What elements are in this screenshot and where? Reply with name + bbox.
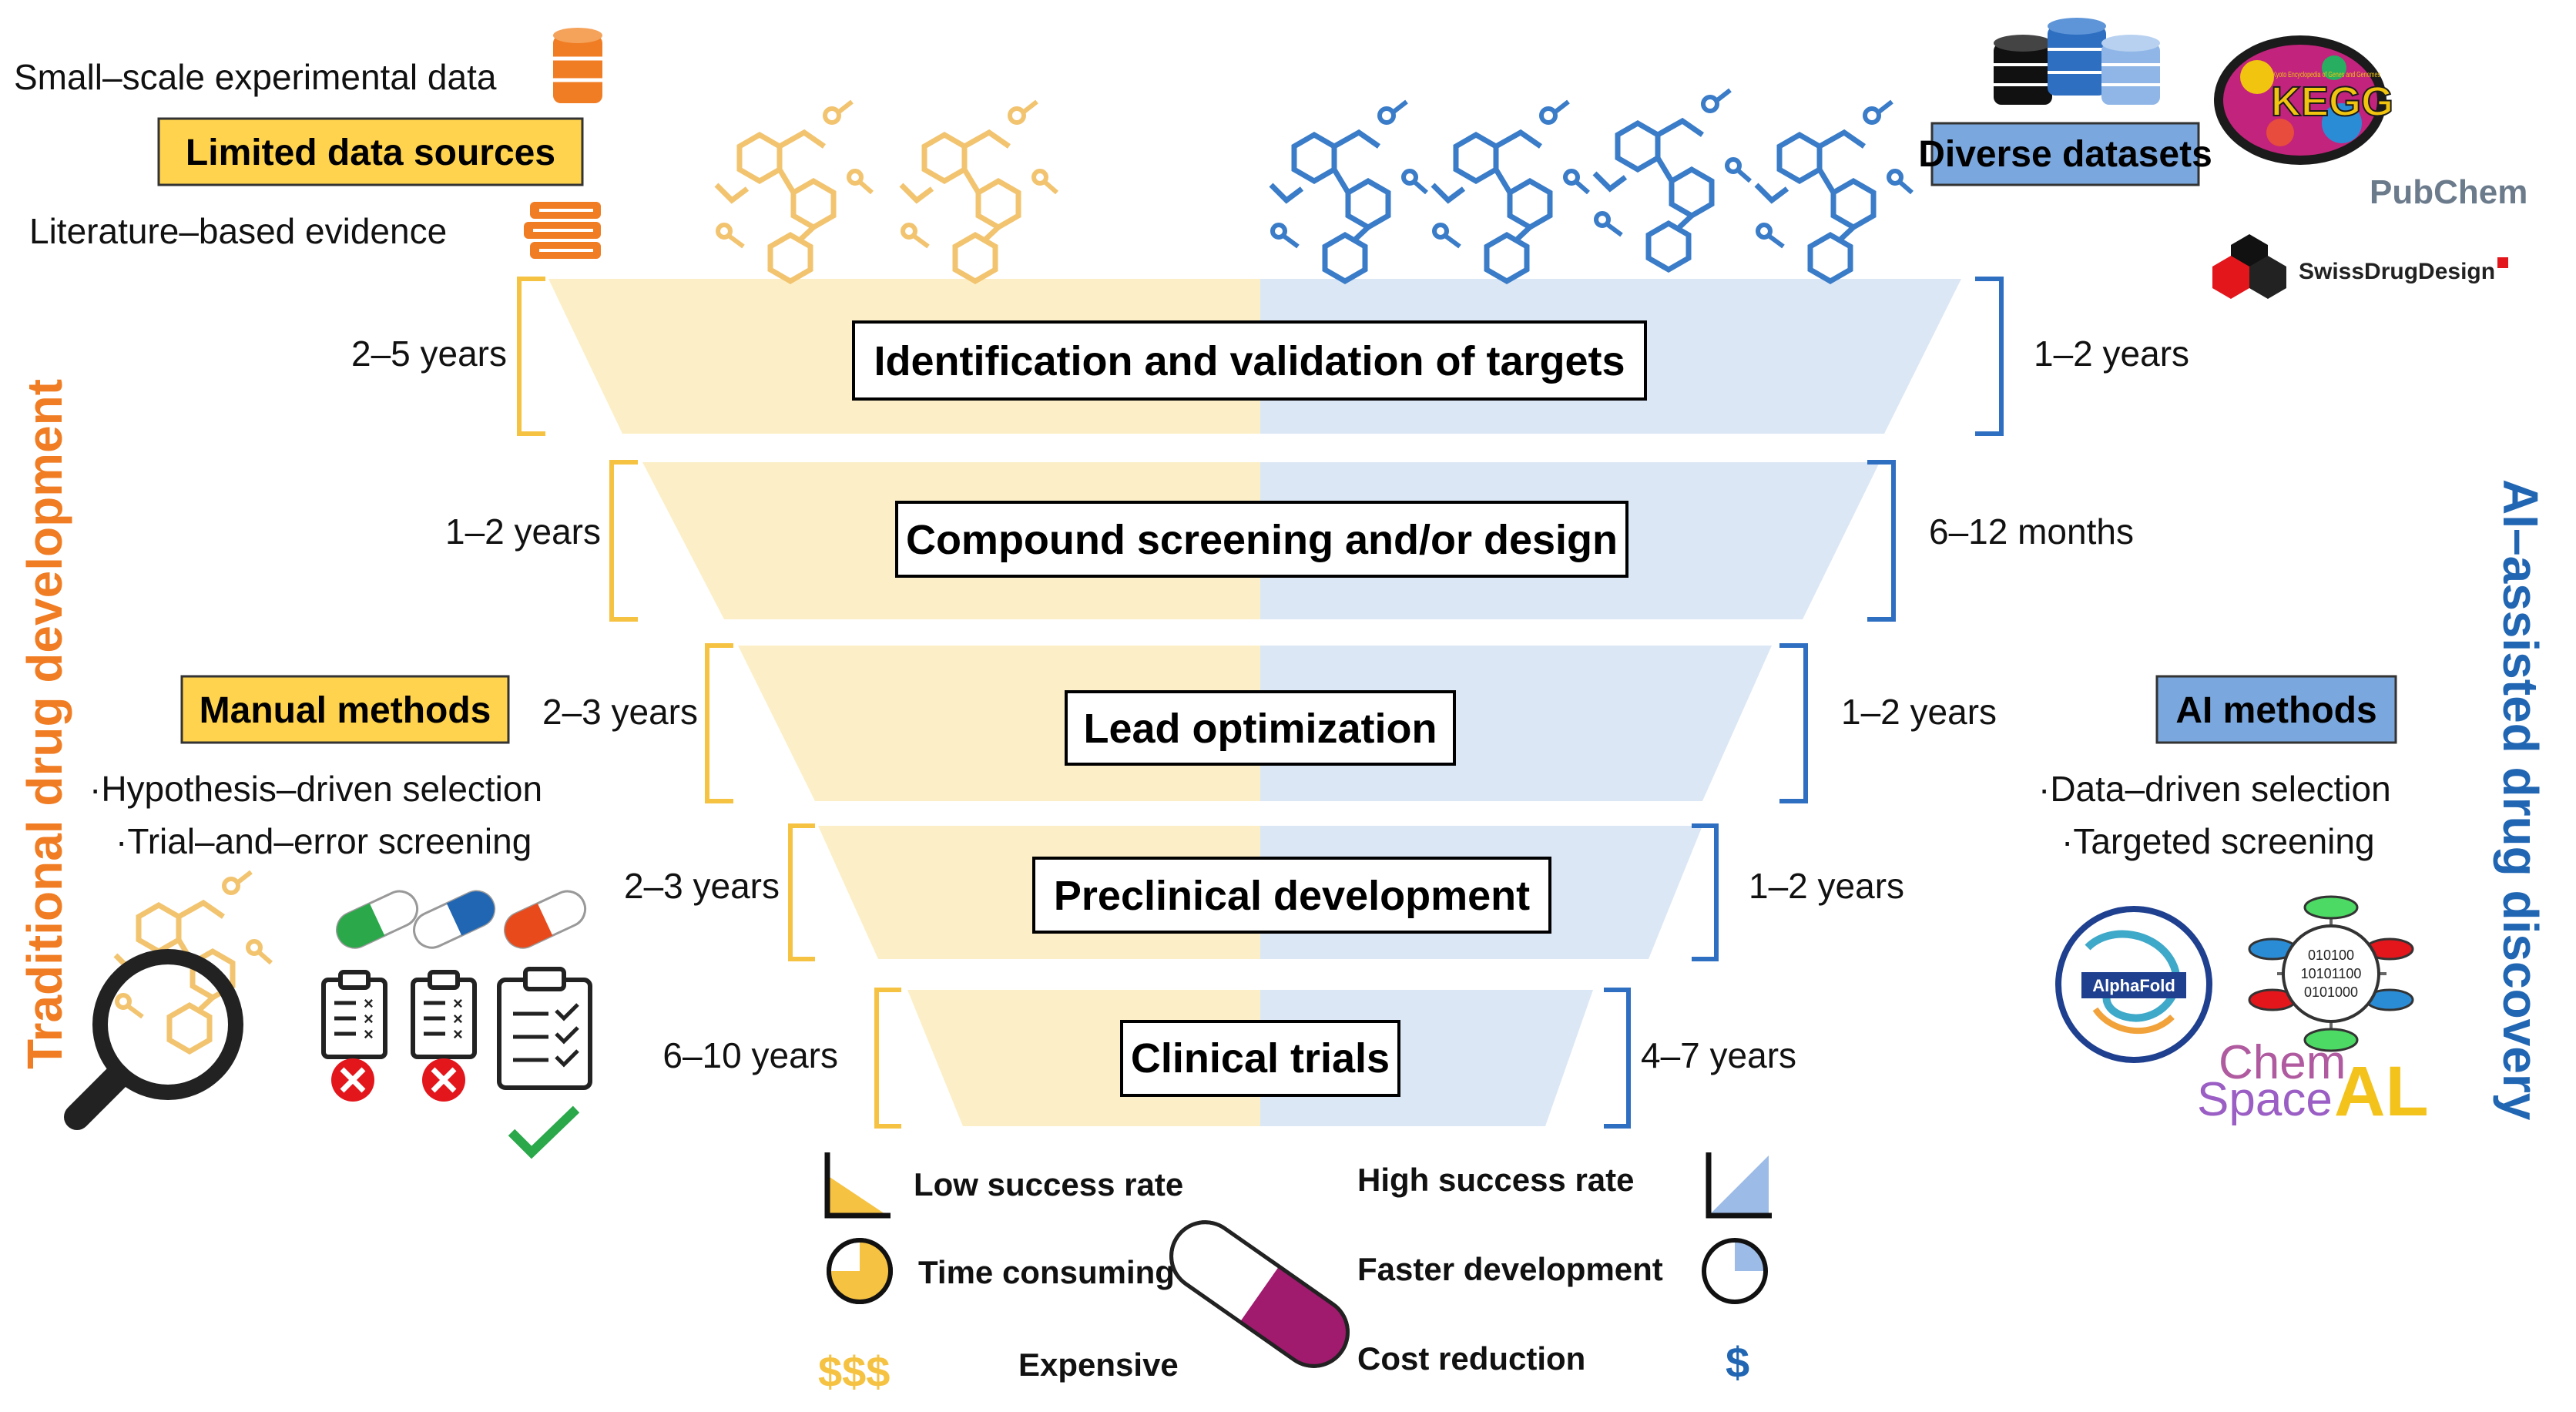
- high-success-label: High success rate: [1357, 1162, 1635, 1198]
- chemspaceal-logo: Chem Space AL: [2197, 1036, 2429, 1131]
- cost-reduction-label: Cost reduction: [1357, 1340, 1585, 1377]
- high-success-icon: [1706, 1152, 1772, 1219]
- chemspaceal-logo-chem: Chem: [2219, 1036, 2346, 1089]
- molecule-icon: [1595, 90, 1750, 270]
- traditional-brackets: [517, 277, 901, 1129]
- ai-methods-label: AI methods: [2175, 690, 2376, 731]
- stage-2-ai-duration: 6–12 months: [1929, 511, 2134, 552]
- molecule-icon: [716, 102, 872, 281]
- low-success-icon: [824, 1152, 891, 1219]
- molecules-traditional: [716, 102, 1057, 281]
- alphafold-logo: AlphaFold: [2055, 906, 2212, 1063]
- pubchem-logo: PubChem: [2370, 173, 2527, 211]
- limited-data-sources-label: Limited data sources: [186, 132, 555, 173]
- binary-line-2: 10101100: [2301, 966, 2362, 981]
- swissdrugdesign-logo: SwissDrugDesign: [2212, 234, 2508, 299]
- chemspaceal-logo-space: Space: [2197, 1073, 2333, 1126]
- molecules-ai: [1271, 90, 1912, 281]
- green-pill-icon: [336, 890, 419, 949]
- stage-3-ai-duration: 1–2 years: [1841, 692, 1997, 732]
- manual-methods-label: Manual methods: [200, 690, 491, 731]
- binary-line-3: 0101000: [2304, 984, 2358, 1000]
- kegg-logo-text: KEGG: [2271, 79, 2393, 125]
- stage-1-ai-duration: 1–2 years: [2034, 334, 2189, 374]
- molecule-icon: [1433, 102, 1588, 281]
- kegg-logo-subtext: Kyoto Encyclopedia of Genes and Genomes: [2272, 71, 2380, 79]
- small-scale-data-label: Small–scale experimental data: [14, 57, 497, 97]
- reject-x-icon: [331, 1058, 374, 1102]
- binary-line-1: 010100: [2308, 947, 2354, 963]
- ai-brackets: [1604, 277, 2004, 1129]
- stage-2-label: Compound screening and/or design: [906, 517, 1618, 563]
- database-icon: [553, 28, 602, 103]
- swissdrugdesign-logo-text: SwissDrugDesign: [2299, 259, 2495, 284]
- stage-4-ai-duration: 1–2 years: [1749, 866, 1904, 906]
- capsule-icon: [1169, 1220, 1350, 1368]
- single-dollar-icon: $: [1726, 1338, 1749, 1387]
- books-icon: [524, 202, 601, 259]
- stage-label-2: Compound screening and/or design: [895, 501, 1628, 578]
- stage-3-label: Lead optimization: [1084, 706, 1437, 752]
- chemspaceal-logo-al: AL: [2334, 1052, 2429, 1131]
- blue-pill-icon: [413, 890, 496, 949]
- ai-bullet-2: ·Targeted screening: [2061, 821, 2375, 861]
- low-success-label: Low success rate: [914, 1166, 1183, 1202]
- reject-x-icon: [422, 1058, 465, 1102]
- triple-dollar-icon: $$$: [818, 1347, 890, 1396]
- molecule-icon: [1756, 102, 1912, 281]
- limited-data-sources-box: Limited data sources: [157, 117, 584, 186]
- manual-bullet-1: ·Hypothesis–driven selection: [89, 769, 542, 809]
- clipboard-approved-icon: [497, 967, 592, 1090]
- stage-label-5: Clinical trials: [1120, 1020, 1400, 1097]
- databases-icon: [1994, 18, 2160, 105]
- ai-methods-box: AI methods: [2155, 675, 2397, 744]
- stage-label-4: Preclinical development: [1032, 857, 1551, 934]
- stage-1-label: Identification and validation of targets: [874, 338, 1625, 384]
- alphafold-logo-text: AlphaFold: [2092, 976, 2175, 995]
- stage-label-3: Lead optimization: [1065, 690, 1456, 766]
- traditional-side-title: Traditional drug development: [17, 379, 72, 1069]
- stage-label-1: Identification and validation of targets: [852, 320, 1647, 401]
- clipboard-rejected-icon: [413, 972, 475, 1057]
- faster-development-label: Faster development: [1357, 1251, 1663, 1287]
- kegg-logo: KEGG Kyoto Encyclopedia of Genes and Gen…: [2214, 35, 2394, 165]
- diverse-datasets-label: Diverse datasets: [1918, 134, 2212, 175]
- expensive-label: Expensive: [1018, 1347, 1179, 1383]
- stage-5-ai-duration: 4–7 years: [1641, 1035, 1796, 1075]
- diverse-datasets-box: Diverse datasets: [1918, 122, 2212, 186]
- molecule-icon: [901, 102, 1057, 281]
- stage-4-label: Preclinical development: [1054, 873, 1530, 919]
- stage-1-traditional-duration: 2–5 years: [351, 334, 507, 374]
- ai-side-title: AI–assisted drug discovery: [2493, 479, 2548, 1121]
- magnifier-molecule-icon: [64, 872, 271, 1130]
- clock-three-quarter-icon: [827, 1238, 893, 1304]
- ai-bullet-1: ·Data–driven selection: [2038, 769, 2391, 809]
- stage-4-traditional-duration: 2–3 years: [624, 866, 780, 906]
- check-mark-icon: [508, 1105, 580, 1159]
- molecule-icon: [1271, 102, 1427, 281]
- stage-5-label: Clinical trials: [1131, 1035, 1390, 1082]
- manual-bullet-2: ·Trial–and–error screening: [116, 821, 532, 861]
- red-pill-icon: [504, 890, 587, 949]
- manual-methods-box: Manual methods: [180, 675, 510, 744]
- network-binary-logo: 010100 10101100 0101000: [2248, 895, 2414, 1052]
- literature-evidence-label: Literature–based evidence: [29, 211, 447, 251]
- stage-5-traditional-duration: 6–10 years: [662, 1035, 838, 1075]
- clipboard-rejected-icon: [324, 972, 385, 1057]
- clock-quarter-icon: [1702, 1238, 1768, 1304]
- stage-3-traditional-duration: 2–3 years: [542, 692, 698, 732]
- stage-2-traditional-duration: 1–2 years: [445, 511, 601, 552]
- time-consuming-label: Time consuming: [918, 1254, 1175, 1290]
- pubchem-logo-text: PubChem: [2370, 173, 2527, 211]
